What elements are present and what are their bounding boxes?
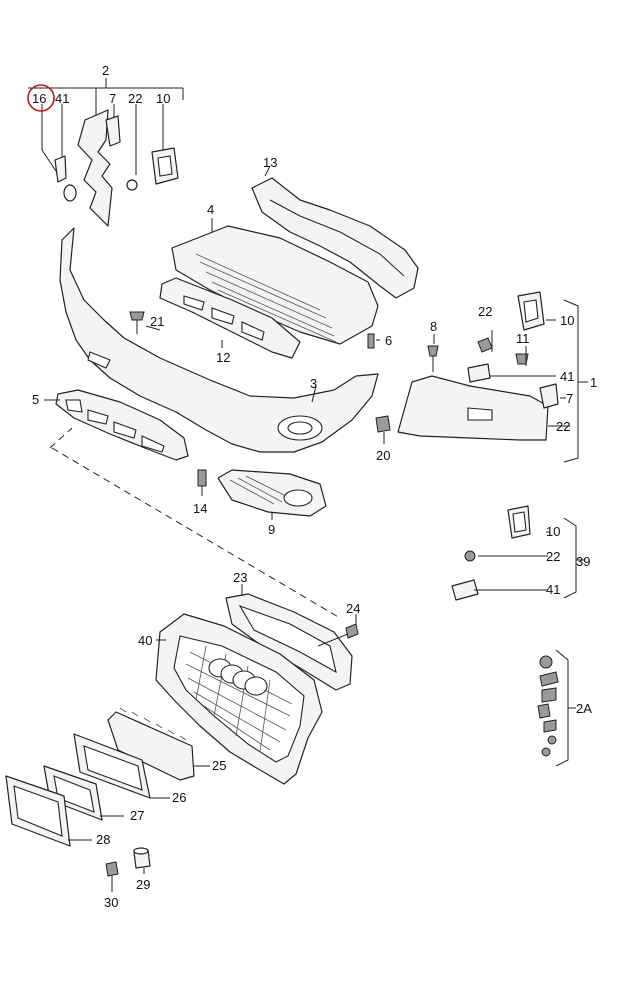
label-2: 2 [102,63,109,78]
fog-light-grille-part [217,469,327,517]
label-29: 29 [136,877,150,892]
label-41-top: 41 [55,91,69,106]
tow-frame-right-part [517,291,545,331]
dashed-reference-line [49,427,341,619]
label-40: 40 [138,633,152,648]
label-10-group39: 10 [546,524,560,539]
label-21: 21 [150,314,164,329]
label-22-right: 22 [478,304,492,319]
label-24: 24 [346,601,360,616]
upper-grille-frame-part [225,593,353,691]
label-4: 4 [207,202,214,217]
plate-bracket-25 [107,707,195,781]
group-2-leaders [28,78,184,181]
label-3: 3 [310,376,317,391]
label-14: 14 [193,501,207,516]
bumper-cover-part [59,227,379,453]
clip-29-part [133,847,151,869]
label-22-group39: 22 [546,549,560,564]
callout-labels: 2 16 41 7 22 10 13 4 21 12 6 8 22 10 11 … [32,63,597,910]
label-7-top: 7 [109,91,116,106]
label-20: 20 [376,448,390,463]
label-26: 26 [172,790,186,805]
label-2A: 2A [576,701,592,716]
label-16: 16 [32,91,46,106]
label-28: 28 [96,832,110,847]
label-22-lower: 22 [556,419,570,434]
label-1: 1 [590,375,597,390]
fender-bracket-part [54,109,121,227]
fasteners [129,311,559,487]
label-27: 27 [130,808,144,823]
plate-bracket-28 [5,775,71,847]
plate-bracket-27 [43,765,103,821]
label-5: 5 [32,392,39,407]
group-brackets [44,299,588,892]
label-7-right: 7 [566,391,573,406]
label-10-right: 10 [560,313,574,328]
side-cover-part [397,375,570,441]
label-12: 12 [216,350,230,365]
label-11: 11 [516,331,530,346]
label-41-group39: 41 [546,582,560,597]
underbody-panel-part [171,218,379,345]
label-41-right: 41 [560,369,574,384]
label-10-top: 10 [156,91,170,106]
label-23: 23 [233,570,247,585]
label-13: 13 [263,155,277,170]
lower-trim-strip-part [55,389,189,461]
bumper-impact-absorber-part [251,165,419,299]
tow-hook-cover-frame-part [126,147,179,191]
label-22-top: 22 [128,91,142,106]
group-39-parts [451,505,548,601]
label-30: 30 [104,895,118,910]
screw-30-part [105,861,119,890]
lower-grille-part [159,277,301,359]
main-grille-part [155,613,323,785]
label-39: 39 [576,554,590,569]
screw-24-part [317,623,359,647]
label-8: 8 [430,319,437,334]
label-9: 9 [268,522,275,537]
fastener-set-2A [537,655,559,757]
highlight-circle [27,84,55,112]
label-25: 25 [212,758,226,773]
label-6: 6 [385,333,392,348]
